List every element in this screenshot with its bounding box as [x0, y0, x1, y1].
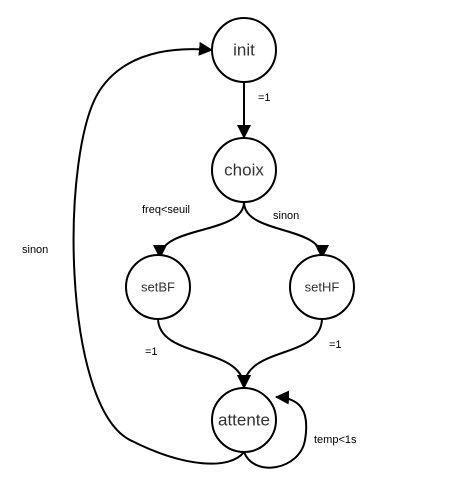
state-choix-label: choix [224, 161, 264, 180]
label-choix-to-setHF: sinon [273, 210, 299, 222]
edge-attente-self-loop [243, 390, 308, 469]
state-choix: choix [211, 137, 277, 203]
state-setHF: setHF [289, 254, 355, 320]
state-setHF-label: setHF [305, 280, 340, 295]
label-init-to-choix: =1 [258, 92, 271, 104]
label-setHF-to-attente: =1 [329, 339, 342, 351]
state-init: init [211, 17, 277, 83]
label-choix-to-setBF: freq<seuil [142, 204, 190, 216]
edge-choix-to-setBF [153, 201, 245, 259]
label-attente-to-init: sinon [22, 244, 48, 256]
edge-setHF-to-attente [237, 317, 323, 389]
state-attente: attente [211, 387, 277, 453]
state-attente-label: attente [218, 411, 270, 430]
edge-choix-to-setHF [243, 201, 329, 259]
label-attente-self-loop: temp<1s [314, 434, 357, 446]
state-init-label: init [233, 41, 255, 60]
edge-attente-to-init [72, 41, 245, 465]
state-setBF-label: setBF [141, 280, 175, 295]
state-setBF: setBF [125, 254, 191, 320]
label-setBF-to-attente: =1 [145, 346, 158, 358]
edge-setBF-to-attente [157, 317, 251, 389]
